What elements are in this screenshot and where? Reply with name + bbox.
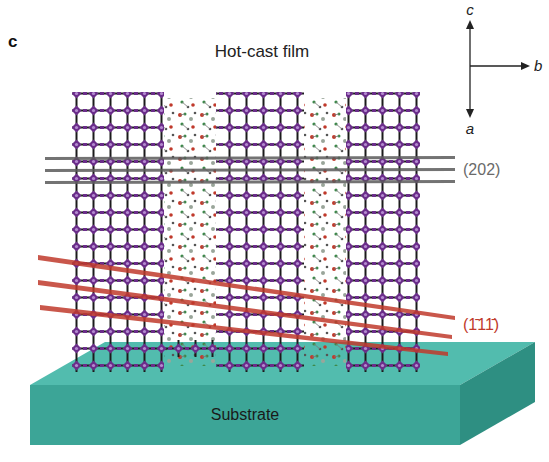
- plane-label: (1̄11̄): [463, 316, 499, 334]
- figure-title: Hot-cast film: [215, 42, 309, 62]
- substrate-slab: Substrate: [30, 385, 460, 445]
- axis-label: b: [534, 57, 542, 74]
- panel-letter: c: [8, 32, 17, 52]
- node-text: Substrate: [211, 406, 279, 424]
- axis-label: a: [466, 120, 474, 137]
- plane-label: (202): [463, 161, 500, 179]
- axis-label: c: [466, 1, 474, 18]
